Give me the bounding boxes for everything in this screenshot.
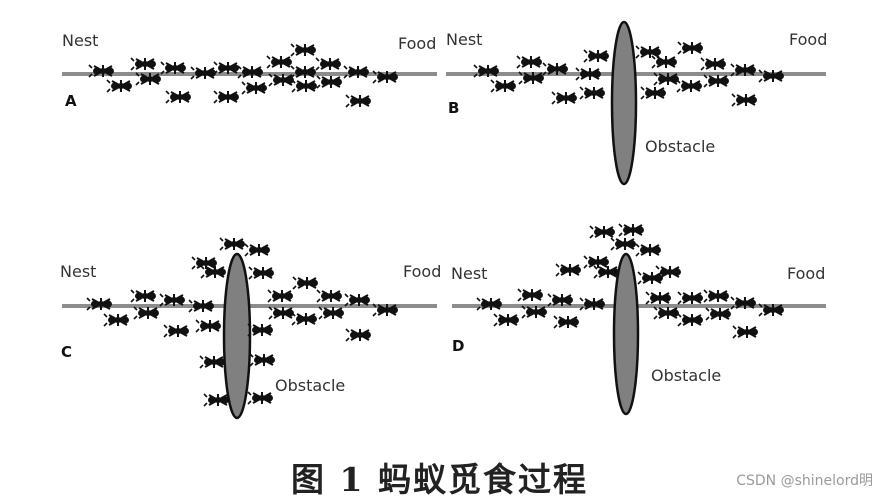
ant-icon — [490, 79, 517, 93]
ant-icon — [731, 93, 758, 107]
panel-letter: A — [65, 92, 77, 110]
panel-b: Nest Food B Obstacle — [446, 20, 827, 186]
ant-icon — [610, 237, 637, 251]
ant-icon — [203, 393, 230, 407]
ant-icon — [635, 243, 662, 257]
ant-icon — [291, 79, 318, 93]
obstacle-label: Obstacle — [645, 137, 715, 156]
ant-icon — [268, 306, 295, 320]
nest-label: Nest — [446, 30, 482, 49]
figure-caption: 图 1 蚂蚁觅食过程 — [291, 460, 588, 499]
ant-icon — [133, 306, 160, 320]
watermark: CSDN @shinelord明 — [736, 473, 873, 489]
panel-c: Nest Food C Obstacle — [60, 237, 441, 420]
ant-icon — [247, 323, 274, 337]
ant-icon — [345, 328, 372, 342]
ant-icon — [249, 353, 276, 367]
nest-label: Nest — [60, 262, 96, 281]
panel-letter: D — [452, 337, 464, 355]
ant-icon — [316, 289, 343, 303]
nest-label: Nest — [62, 31, 98, 50]
ant-icon — [213, 90, 240, 104]
ant-icon — [266, 55, 293, 69]
ant-icon — [653, 306, 680, 320]
ant-icon — [163, 324, 190, 338]
ant-icon — [677, 291, 704, 305]
ant-icon — [583, 49, 610, 63]
ant-icon — [248, 266, 275, 280]
ant-icon — [640, 86, 667, 100]
ant-icon — [315, 57, 342, 71]
ant-icon — [247, 391, 274, 405]
panel-d: Nest Food D Obstacle — [451, 223, 826, 416]
ant-icon — [130, 57, 157, 71]
food-label: Food — [403, 262, 441, 281]
ant-icon — [579, 86, 606, 100]
ant-icon — [199, 355, 226, 369]
ant-icon — [703, 289, 730, 303]
ant-icon — [493, 313, 520, 327]
ant-icon — [318, 306, 345, 320]
ant-icon — [677, 313, 704, 327]
ant-icon — [267, 289, 294, 303]
ant-icon — [516, 55, 543, 69]
ant-icon — [618, 223, 645, 237]
ant-icon — [195, 319, 222, 333]
ant-icon — [316, 75, 343, 89]
obstacle-label: Obstacle — [275, 376, 345, 395]
ant-icon — [241, 81, 268, 95]
ant-icon — [676, 79, 703, 93]
ant-icon — [705, 307, 732, 321]
obstacle — [612, 252, 640, 416]
ant-icon — [130, 289, 157, 303]
ant-icon — [191, 256, 218, 270]
ant-icon — [345, 94, 372, 108]
ant-icon — [703, 74, 730, 88]
panel-a: Nest Food A — [62, 31, 437, 110]
ant-icon — [651, 55, 678, 69]
obstacle — [222, 252, 252, 420]
obstacle — [610, 20, 638, 186]
ant-icon — [732, 325, 759, 339]
ant-icon — [589, 225, 616, 239]
ant-icon — [700, 57, 727, 71]
ant-icon — [103, 313, 130, 327]
ant-icon — [165, 90, 192, 104]
ant-icon — [551, 91, 578, 105]
food-label: Food — [398, 34, 436, 53]
ant-icon — [291, 312, 318, 326]
ant-icon — [637, 271, 664, 285]
panel-letter: B — [448, 99, 459, 117]
ant-icon — [555, 263, 582, 277]
ant-icon — [635, 45, 662, 59]
ant-icon — [290, 43, 317, 57]
food-label: Food — [787, 264, 825, 283]
ant-icon — [645, 291, 672, 305]
ant-icon — [244, 243, 271, 257]
ant-icon — [292, 276, 319, 290]
ant-icon — [677, 41, 704, 55]
ant-icon — [517, 288, 544, 302]
panel-letter: C — [61, 343, 72, 361]
nest-label: Nest — [451, 264, 487, 283]
ant-icon — [219, 237, 246, 251]
ant-icon — [553, 315, 580, 329]
ant-icon — [106, 79, 133, 93]
ant-icon — [583, 255, 610, 269]
food-label: Food — [789, 30, 827, 49]
obstacle-label: Obstacle — [651, 366, 721, 385]
